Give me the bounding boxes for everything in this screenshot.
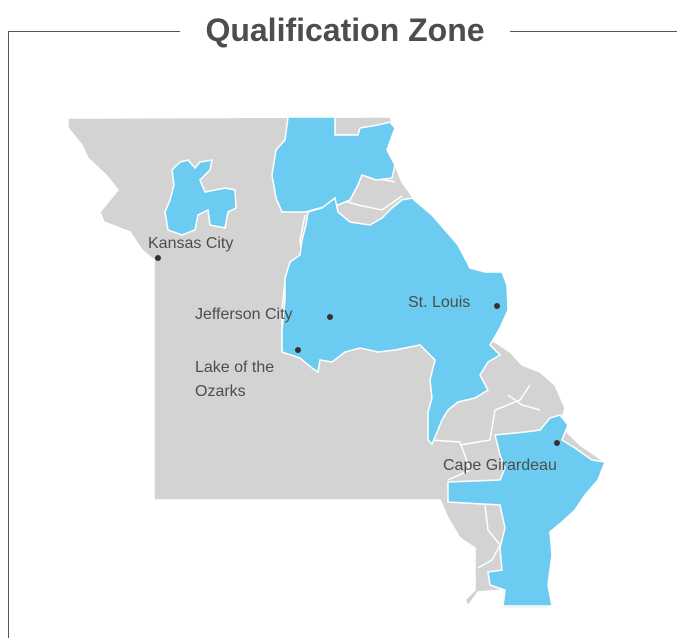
cape-girardeau-label: Cape Girardeau [443, 457, 557, 474]
city-lake-of-the-ozarks: Lake of the Ozarks [195, 347, 301, 400]
lake-of-the-ozarks-label-line2: Ozarks [195, 383, 246, 400]
lake-of-the-ozarks-label-line1: Lake of the [195, 359, 274, 376]
lake-of-the-ozarks-dot [295, 347, 301, 353]
kansas-city-label: Kansas City [148, 235, 233, 252]
cape-girardeau-dot [554, 440, 560, 446]
map-title: Qualification Zone [205, 12, 485, 48]
frame-left-line [8, 31, 9, 638]
zone-southeast [447, 414, 607, 607]
jefferson-city-dot [327, 314, 333, 320]
zone-kansas-city [164, 159, 237, 236]
city-jefferson-city: Jefferson City [195, 306, 333, 323]
st-louis-dot [494, 303, 500, 309]
frame-top-right-line [510, 31, 677, 32]
jefferson-city-label: Jefferson City [195, 306, 293, 323]
city-kansas-city: Kansas City [148, 235, 233, 261]
city-cape-girardeau: Cape Girardeau [443, 440, 560, 474]
frame-top-left-line [8, 31, 180, 32]
kansas-city-dot [155, 255, 161, 261]
st-louis-label: St. Louis [408, 294, 470, 311]
zone-central [281, 196, 509, 446]
zone-north [271, 116, 396, 213]
city-st-louis: St. Louis [408, 294, 500, 311]
